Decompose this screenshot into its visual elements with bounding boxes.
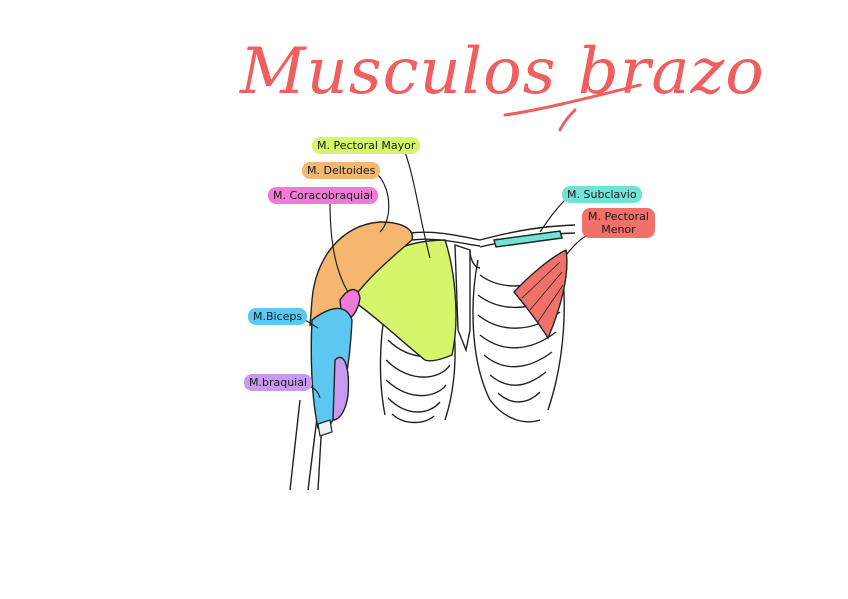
label-deltoides: M. Deltoides bbox=[302, 162, 380, 179]
label-coracobraquial: M. Coracobraquial bbox=[268, 187, 378, 204]
subclavio-shape bbox=[494, 231, 562, 247]
label-pectoral-menor-line1: M. Pectoral bbox=[588, 210, 649, 223]
label-subclavio: M. Subclavio bbox=[562, 186, 642, 203]
label-braquial: M.braquial bbox=[244, 374, 312, 391]
braquial-shape bbox=[333, 357, 348, 420]
label-pectoral-menor: M. Pectoral Menor bbox=[582, 208, 655, 238]
label-pectoral-mayor: M. Pectoral Mayor bbox=[312, 137, 420, 154]
label-biceps: M.Biceps bbox=[248, 308, 307, 325]
label-pectoral-menor-line2: Menor bbox=[588, 223, 649, 236]
